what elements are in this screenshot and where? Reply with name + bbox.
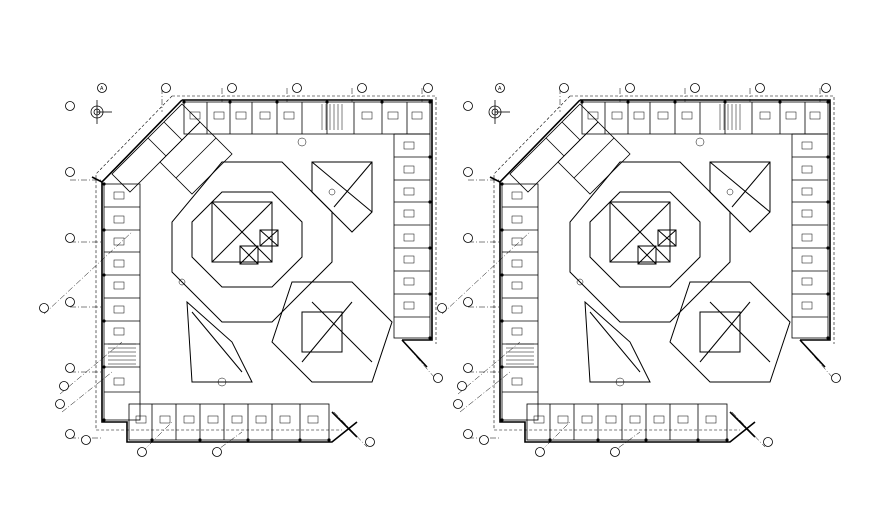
grid-bubbles-left [39, 83, 443, 457]
grid-label: A [498, 86, 502, 92]
grid-bubbles-right [437, 83, 841, 457]
floor-plan-left: A [39, 83, 443, 457]
grid-label: A [100, 86, 104, 92]
floor-plan-right: A [437, 83, 841, 457]
